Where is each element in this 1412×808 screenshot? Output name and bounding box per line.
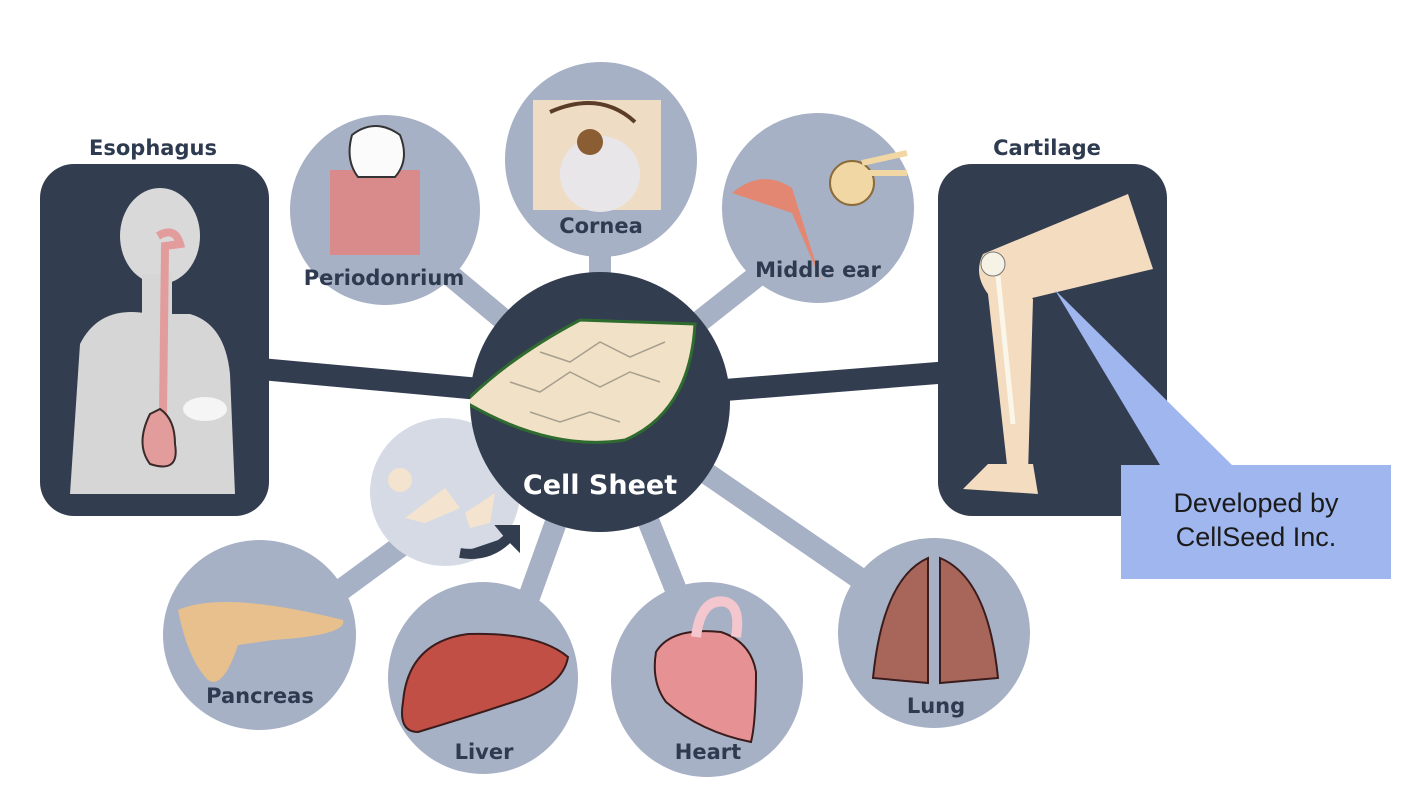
callout-line-1: Developed by [1173,488,1339,518]
callout-box [1121,465,1391,579]
esophagus-illustration-icon [70,188,235,494]
lung-label: Lung [906,694,966,718]
node-pancreas [163,540,356,730]
cornea-label: Cornea [559,214,643,238]
cartilage-panel [938,164,1167,516]
heart-icon [653,596,758,744]
heart-label: Heart [674,740,742,764]
cell-sheet-icon [470,318,697,444]
node-middle-ear [722,113,914,303]
cartilage-label: Cartilage [993,136,1101,160]
esophagus-label: Esophagus [89,136,217,160]
knee-leg-illustration-icon [963,194,1153,494]
middle-ear-label: Middle ear [755,258,881,282]
periodontium-label: Periodonrium [303,266,465,290]
node-heart [611,582,803,777]
node-cornea [505,62,697,257]
node-lung [838,538,1030,728]
center-hub [470,272,730,532]
lung-icon [871,556,1000,685]
node-periodontium [290,115,480,305]
esophagus-panel [40,164,269,516]
callout-text: Developed by CellSeed Inc. [1121,486,1391,554]
node-liver [388,582,578,774]
cells-icon [388,468,520,559]
pancreas-label: Pancreas [206,684,314,708]
callout-line-2: CellSeed Inc. [1175,522,1337,552]
liver-label: Liver [454,740,514,764]
pancreas-icon [178,602,344,682]
liver-icon [401,632,570,734]
center-label: Cell Sheet [522,470,678,501]
ear-icon [732,150,908,283]
eye-icon [533,100,661,212]
tooth-icon [330,125,420,255]
